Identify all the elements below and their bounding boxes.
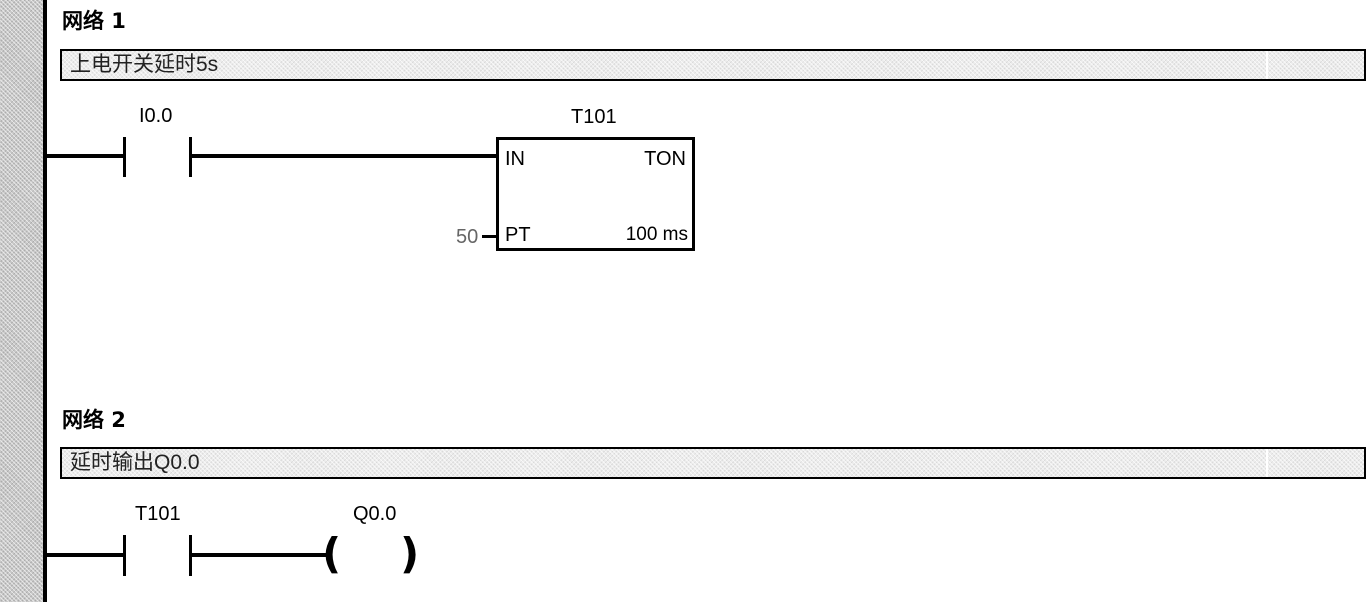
coil-left-paren[interactable]: ( bbox=[322, 529, 342, 578]
timer-pt-pin: PT bbox=[505, 224, 531, 246]
timer-pt-wire bbox=[482, 235, 496, 238]
timer-in-pin: IN bbox=[505, 148, 525, 170]
network-1-comment-text: 上电开关延时5s bbox=[70, 53, 219, 76]
comment-divider bbox=[1266, 449, 1268, 477]
network-2-comment[interactable]: 延时输出Q0.0 bbox=[60, 447, 1366, 479]
network-1-comment[interactable]: 上电开关延时5s bbox=[60, 49, 1366, 81]
left-gutter bbox=[0, 0, 43, 602]
network-2-contact-left-bar[interactable] bbox=[123, 535, 126, 576]
timer-type: TON bbox=[644, 148, 686, 170]
network-2-rung-wire-right bbox=[189, 553, 329, 557]
timer-resolution: 100 ms bbox=[625, 224, 688, 245]
network-2-title[interactable]: 网络 2 bbox=[62, 408, 126, 432]
network-1-contact-left-bar[interactable] bbox=[123, 137, 126, 177]
network-2-contact-address[interactable]: T101 bbox=[135, 503, 181, 525]
network-1-rung-wire-left bbox=[47, 154, 125, 158]
left-power-rail bbox=[43, 0, 47, 602]
network-2-rung-wire-left bbox=[47, 553, 125, 557]
comment-divider bbox=[1266, 51, 1268, 79]
timer-pt-value[interactable]: 50 bbox=[456, 226, 479, 248]
timer-ton-box[interactable]: IN TON PT 100 ms bbox=[496, 137, 695, 251]
network-2-coil-address[interactable]: Q0.0 bbox=[353, 503, 397, 525]
coil-right-paren[interactable]: ) bbox=[400, 529, 420, 578]
network-2-comment-text: 延时输出Q0.0 bbox=[70, 451, 200, 474]
timer-name[interactable]: T101 bbox=[571, 106, 617, 128]
network-1-title[interactable]: 网络 1 bbox=[62, 9, 126, 33]
network-1-contact-address[interactable]: I0.0 bbox=[139, 105, 173, 127]
network-1-rung-wire-right bbox=[189, 154, 497, 158]
